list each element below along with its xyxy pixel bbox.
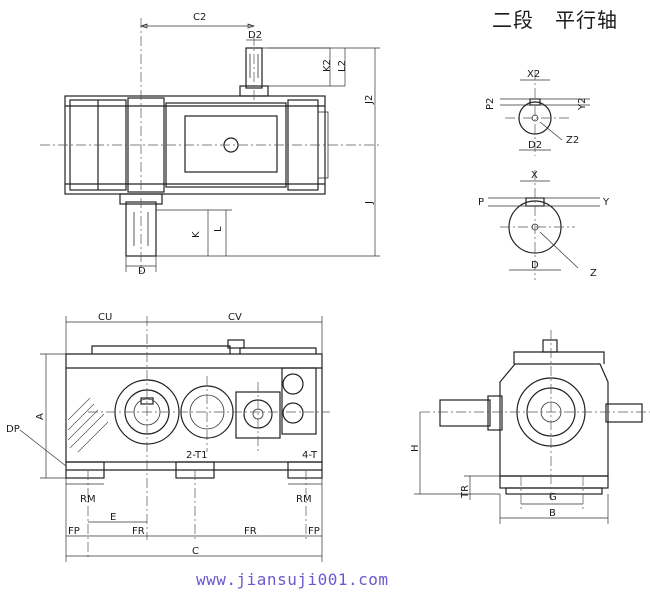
label-cu: CU bbox=[98, 312, 112, 323]
label-d-section: D bbox=[531, 260, 539, 271]
drawing-title: 二段 平行轴 bbox=[492, 8, 618, 32]
front-view-housing bbox=[65, 353, 323, 463]
side-view-housing bbox=[499, 363, 609, 477]
label-b: B bbox=[549, 508, 556, 519]
label-g: G bbox=[549, 492, 557, 503]
label-fr-left: FR bbox=[132, 526, 145, 537]
dimension-labels: C2 D2 K2 L2 J2 J K L D X2 P2 Y2 Z2 D2 X … bbox=[6, 12, 610, 557]
label-rm-right: RM bbox=[296, 494, 312, 505]
shaft-section-views bbox=[488, 70, 600, 280]
label-x2: X2 bbox=[527, 69, 540, 80]
label-fp-left: FP bbox=[68, 526, 80, 537]
side-view bbox=[414, 330, 650, 524]
label-p: P bbox=[478, 197, 484, 208]
top-view bbox=[40, 18, 380, 272]
label-c2: C2 bbox=[193, 12, 206, 23]
label-y2: Y2 bbox=[577, 98, 588, 111]
label-l2: L2 bbox=[337, 60, 348, 72]
label-a: A bbox=[35, 413, 46, 420]
label-fp-right: FP bbox=[308, 526, 320, 537]
label-j: J bbox=[364, 201, 375, 205]
label-tr: TR bbox=[460, 485, 471, 499]
watermark-url: www.jiansuji001.com bbox=[196, 570, 389, 589]
label-d2-section: D2 bbox=[528, 140, 542, 151]
label-2-t1: 2-T1 bbox=[186, 450, 208, 461]
label-z: Z bbox=[590, 268, 597, 279]
label-k2: K2 bbox=[322, 59, 333, 72]
label-4-t: 4-T bbox=[302, 450, 318, 461]
label-k: K bbox=[191, 231, 202, 238]
label-dp: DP bbox=[6, 424, 20, 435]
label-d2-top: D2 bbox=[248, 30, 262, 41]
label-j2: J2 bbox=[364, 95, 375, 105]
front-view bbox=[19, 316, 330, 562]
label-d-top: D bbox=[138, 266, 146, 277]
label-y: Y bbox=[602, 197, 610, 208]
label-p2: P2 bbox=[485, 98, 496, 110]
label-x: X bbox=[531, 170, 538, 181]
label-e: E bbox=[110, 512, 116, 523]
label-rm-left: RM bbox=[80, 494, 96, 505]
label-h: H bbox=[410, 444, 421, 452]
label-z2: Z2 bbox=[566, 135, 579, 146]
label-cv: CV bbox=[228, 312, 242, 323]
label-c: C bbox=[192, 546, 199, 557]
label-fr-right: FR bbox=[244, 526, 257, 537]
label-l: L bbox=[213, 226, 224, 232]
